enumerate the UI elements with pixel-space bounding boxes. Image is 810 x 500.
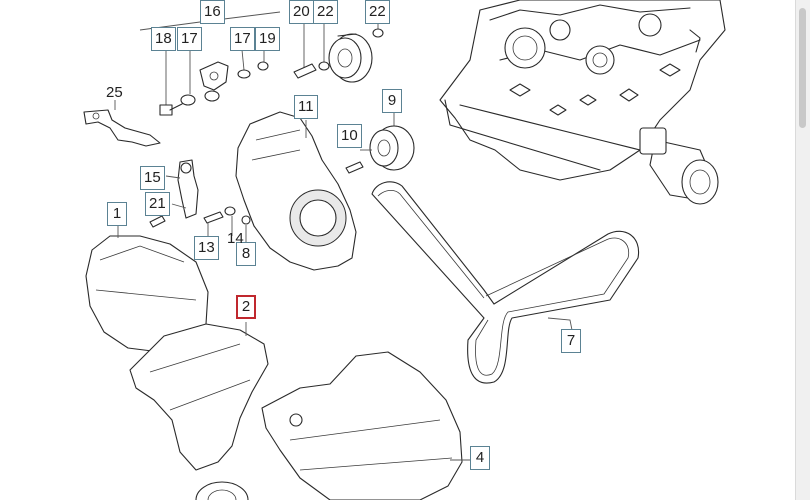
callout-part-25[interactable]: 25 <box>106 84 123 101</box>
bolt-and-washer-set-top <box>139 11 384 116</box>
callout-part-17-right[interactable]: 17 <box>230 27 255 51</box>
idler-pulley <box>345 110 415 174</box>
callout-part-18[interactable]: 18 <box>151 27 176 51</box>
upper-timing-belt-cover <box>235 111 357 271</box>
middle-timing-cover <box>129 322 269 471</box>
callout-part-21[interactable]: 21 <box>145 192 170 216</box>
engine-block-drawing <box>439 0 726 205</box>
lower-timing-cover <box>261 351 470 500</box>
callout-part-14[interactable]: 14 <box>227 230 244 247</box>
crankshaft-pulley <box>195 481 249 500</box>
timing-belt <box>371 181 640 384</box>
callout-part-13[interactable]: 13 <box>194 236 219 260</box>
callout-part-15[interactable]: 15 <box>140 166 165 190</box>
callout-part-7[interactable]: 7 <box>561 329 581 353</box>
callout-part-17-left[interactable]: 17 <box>177 27 202 51</box>
scrollbar-thumb[interactable] <box>799 8 806 128</box>
callout-part-22-left[interactable]: 22 <box>313 0 338 24</box>
callout-part-10[interactable]: 10 <box>337 124 362 148</box>
callout-part-20[interactable]: 20 <box>289 0 314 24</box>
vertical-scrollbar[interactable] <box>795 0 810 500</box>
callout-part-9[interactable]: 9 <box>382 89 402 113</box>
callout-part-4[interactable]: 4 <box>470 446 490 470</box>
tensioner-pulley-upper <box>328 33 373 83</box>
callout-part-1[interactable]: 1 <box>107 202 127 226</box>
callout-part-8[interactable]: 8 <box>236 242 256 266</box>
sensor-bracket <box>149 159 251 242</box>
bracket-part <box>83 100 161 147</box>
callout-part-2-selected[interactable]: 2 <box>236 295 256 319</box>
callout-part-16[interactable]: 16 <box>200 0 225 24</box>
callout-part-22-right[interactable]: 22 <box>365 0 390 24</box>
callout-part-11[interactable]: 11 <box>294 95 318 119</box>
callout-part-19[interactable]: 19 <box>255 27 280 51</box>
